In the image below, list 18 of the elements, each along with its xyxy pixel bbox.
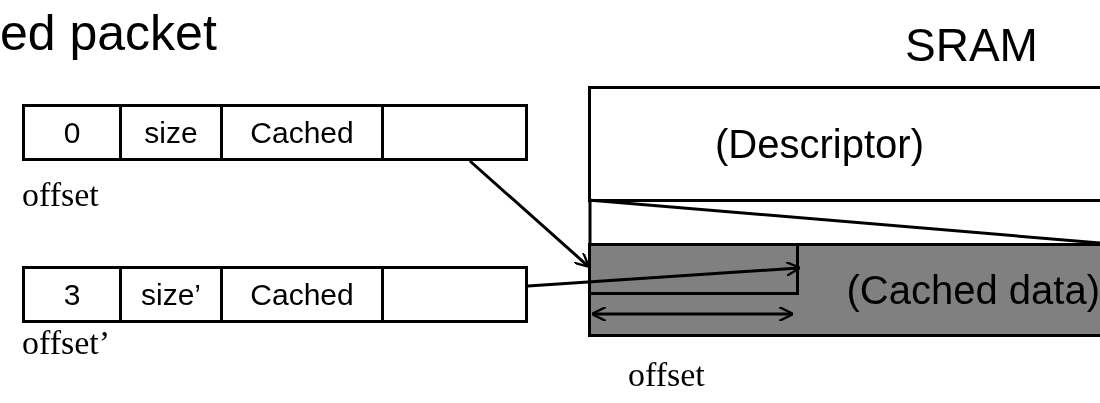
record-field: size’: [119, 266, 223, 323]
title: ed packet: [0, 8, 217, 58]
offset-label: offset: [628, 358, 705, 392]
record-field: size: [119, 104, 223, 161]
memory-label: SRAM: [905, 22, 1038, 68]
pointer-field: [381, 104, 528, 161]
field-label: offset: [22, 178, 99, 212]
descriptor-region: (Descriptor): [588, 86, 1100, 202]
record-field: Cached: [220, 266, 384, 323]
record-field: 0: [22, 104, 122, 161]
arrow: [468, 159, 591, 268]
cached-block: [591, 246, 799, 295]
cached-data-region: (Cached data): [588, 243, 1100, 337]
record-field: 3: [22, 266, 122, 323]
field-label: offset’: [22, 326, 111, 360]
arrow: [527, 260, 802, 288]
record-field: Cached: [220, 104, 384, 161]
pointer-field: [381, 266, 528, 323]
